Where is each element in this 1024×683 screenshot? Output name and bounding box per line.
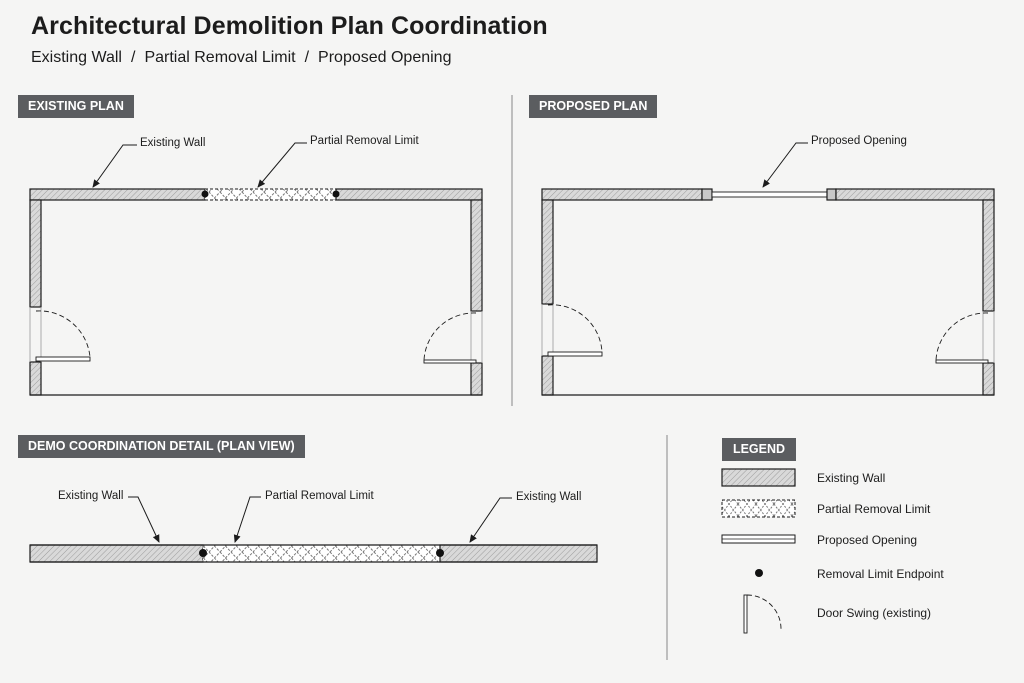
- proposed-door-swing-right: [935, 312, 989, 361]
- tag-legend: LEGEND: [722, 438, 796, 461]
- door-leaf-left: [35, 356, 91, 362]
- existing-wall-top-right: [335, 188, 483, 201]
- legend-label-door-swing: Door Swing (existing): [817, 606, 932, 620]
- callout-leader-proposed-opening: [762, 142, 808, 188]
- callout-leader-partial-removal: [257, 142, 307, 188]
- subtitle-item-partial-removal: Partial Removal Limit: [144, 49, 296, 66]
- existing-wall-right: [470, 199, 483, 312]
- proposed-plan-drawing: [541, 142, 995, 396]
- existing-plan-drawing: [29, 142, 483, 396]
- existing-wall-top-left: [29, 188, 206, 201]
- proposed-wall-top-right: [835, 188, 995, 201]
- callout-proposed-opening: Proposed Opening: [811, 135, 907, 147]
- partial-removal-zone: [204, 188, 337, 201]
- tag-proposed-plan: PROPOSED PLAN: [529, 95, 658, 118]
- callout-leader-detail-wall-left: [128, 496, 160, 543]
- callout-existing-wall: Existing Wall: [140, 137, 206, 149]
- proposed-jamb-left: [701, 188, 713, 201]
- proposed-wall-top-left: [541, 188, 703, 201]
- subtitle-item-proposed-opening: Proposed Opening: [318, 49, 452, 66]
- proposed-opening: [711, 191, 828, 198]
- legend-endpoint-dot-icon: [755, 569, 763, 577]
- tag-existing-plan: EXISTING PLAN: [18, 95, 134, 118]
- existing-wall-right-stub: [470, 362, 483, 396]
- detail-drawing: [29, 496, 598, 563]
- door-leaf-right: [423, 359, 477, 364]
- legend-icons: [721, 468, 796, 634]
- detail-removal-zone: [202, 544, 441, 563]
- callout-partial-removal: Partial Removal Limit: [310, 135, 419, 147]
- callout-detail-removal: Partial Removal Limit: [265, 490, 374, 502]
- callout-detail-wall-left: Existing Wall: [58, 490, 124, 502]
- callout-leader-detail-wall-right: [469, 497, 512, 543]
- detail-wall-left: [29, 544, 204, 563]
- proposed-wall-left: [541, 199, 554, 305]
- proposed-wall-right-stub: [982, 362, 995, 396]
- legend-label-existing-wall: Existing Wall: [817, 471, 886, 485]
- door-swing-arc-left: [35, 310, 91, 358]
- detail-endpoint-left: [199, 549, 207, 557]
- page-title: Architectural Demolition Plan Coordinati…: [31, 12, 548, 40]
- legend-label-partial-removal: Partial Removal Limit: [817, 502, 931, 516]
- proposed-door-leaf-left: [547, 351, 603, 357]
- existing-wall-left: [29, 199, 42, 308]
- proposed-wall-left-stub: [541, 355, 554, 396]
- existing-wall-left-stub: [29, 361, 42, 396]
- proposed-door-swing-left: [547, 304, 603, 353]
- legend-wall-hatch-icon: [721, 468, 796, 487]
- detail-endpoint-right: [436, 549, 444, 557]
- callout-leader-detail-removal: [233, 496, 261, 543]
- legend-door-swing-icon: [743, 594, 782, 634]
- subtitle-separator: /: [304, 49, 310, 66]
- tag-demo-detail: DEMO COORDINATION DETAIL (PLAN VIEW): [18, 435, 305, 458]
- page-subtitle: Existing Wall / Partial Removal Limit / Prop…: [31, 49, 451, 67]
- subtitle-item-existing-wall: Existing Wall: [31, 49, 122, 66]
- removal-endpoint-right: [332, 190, 340, 198]
- removal-endpoint-left: [201, 190, 209, 198]
- legend-label-removal-endpoint: Removal Limit Endpoint: [817, 567, 944, 581]
- callout-leader-existing-wall: [92, 144, 137, 188]
- detail-wall-right: [439, 544, 598, 563]
- callout-detail-wall-right: Existing Wall: [516, 491, 582, 503]
- subtitle-separator: /: [130, 49, 136, 66]
- proposed-jamb-right: [826, 188, 837, 201]
- door-swing-arc-right: [423, 312, 477, 361]
- legend-label-proposed-opening: Proposed Opening: [817, 533, 918, 547]
- legend-removal-hatch-icon: [721, 499, 796, 518]
- proposed-door-leaf-right: [935, 359, 989, 364]
- proposed-wall-right: [982, 199, 995, 312]
